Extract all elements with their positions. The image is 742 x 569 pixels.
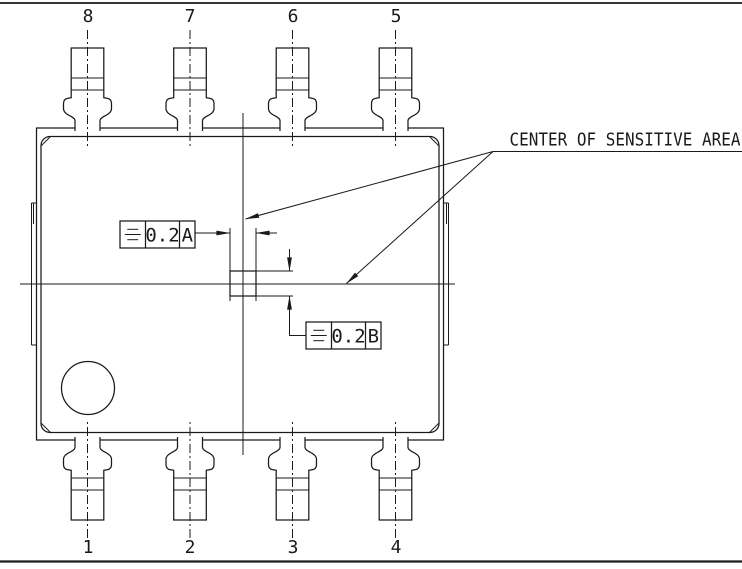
- pin-leads-bottom: [62, 420, 421, 539]
- leader-line-to-horizontal-axis: [346, 151, 494, 284]
- fcf-b-datum: B: [368, 326, 379, 348]
- pin-lead-8: [62, 29, 113, 148]
- symmetry-icon: [124, 228, 141, 241]
- pin-number-label: 1: [83, 537, 94, 558]
- pin-lead-2: [165, 420, 215, 539]
- pin-lead-7: [165, 29, 215, 148]
- pin-number-label: 2: [185, 537, 196, 558]
- leader-line-to-vertical-axis: [245, 151, 494, 220]
- pin-number-label: 5: [391, 6, 402, 27]
- annotation-label: CENTER OF SENSITIVE AREA: [510, 130, 741, 151]
- fcf-b-tolerance: 0.2: [331, 326, 365, 348]
- corner-chamfer-top-left: [40, 136, 51, 147]
- fcf-a-datum: A: [182, 225, 194, 247]
- symmetry-icon: [310, 329, 327, 342]
- fcf-a-tolerance: 0.2: [145, 225, 179, 247]
- pin-lead-1: [62, 420, 113, 539]
- annotation-callout: CENTER OF SENSITIVE AREA: [245, 130, 742, 284]
- pin-number-label: 3: [288, 537, 299, 558]
- pin-lead-5: [370, 29, 421, 148]
- pin-lead-3: [267, 420, 318, 539]
- mold-parting-line-right: [443, 202, 449, 346]
- dimension-arrow-b-bottom-leader: [287, 295, 306, 336]
- feature-control-frame-b: 0.2 B: [305, 321, 382, 350]
- pin-lead-4: [370, 420, 421, 539]
- pin-leads-top: [62, 29, 421, 148]
- feature-control-frame-a: 0.2 A: [119, 220, 196, 249]
- corner-chamfer-top-right: [429, 136, 440, 147]
- corner-chamfer-bottom-left: [40, 422, 51, 433]
- pin-number-label: 4: [391, 537, 402, 558]
- pin-number-label: 6: [288, 6, 299, 27]
- pin-number-label: 7: [185, 6, 196, 27]
- pin-lead-6: [267, 29, 318, 148]
- mold-parting-line-left: [31, 202, 37, 346]
- pin-number-label: 8: [83, 6, 94, 27]
- corner-chamfer-bottom-right: [429, 422, 440, 433]
- pin-numbers: 8 7 6 5 1 2 3 4: [83, 6, 402, 558]
- pin1-indicator-circle: [60, 360, 116, 416]
